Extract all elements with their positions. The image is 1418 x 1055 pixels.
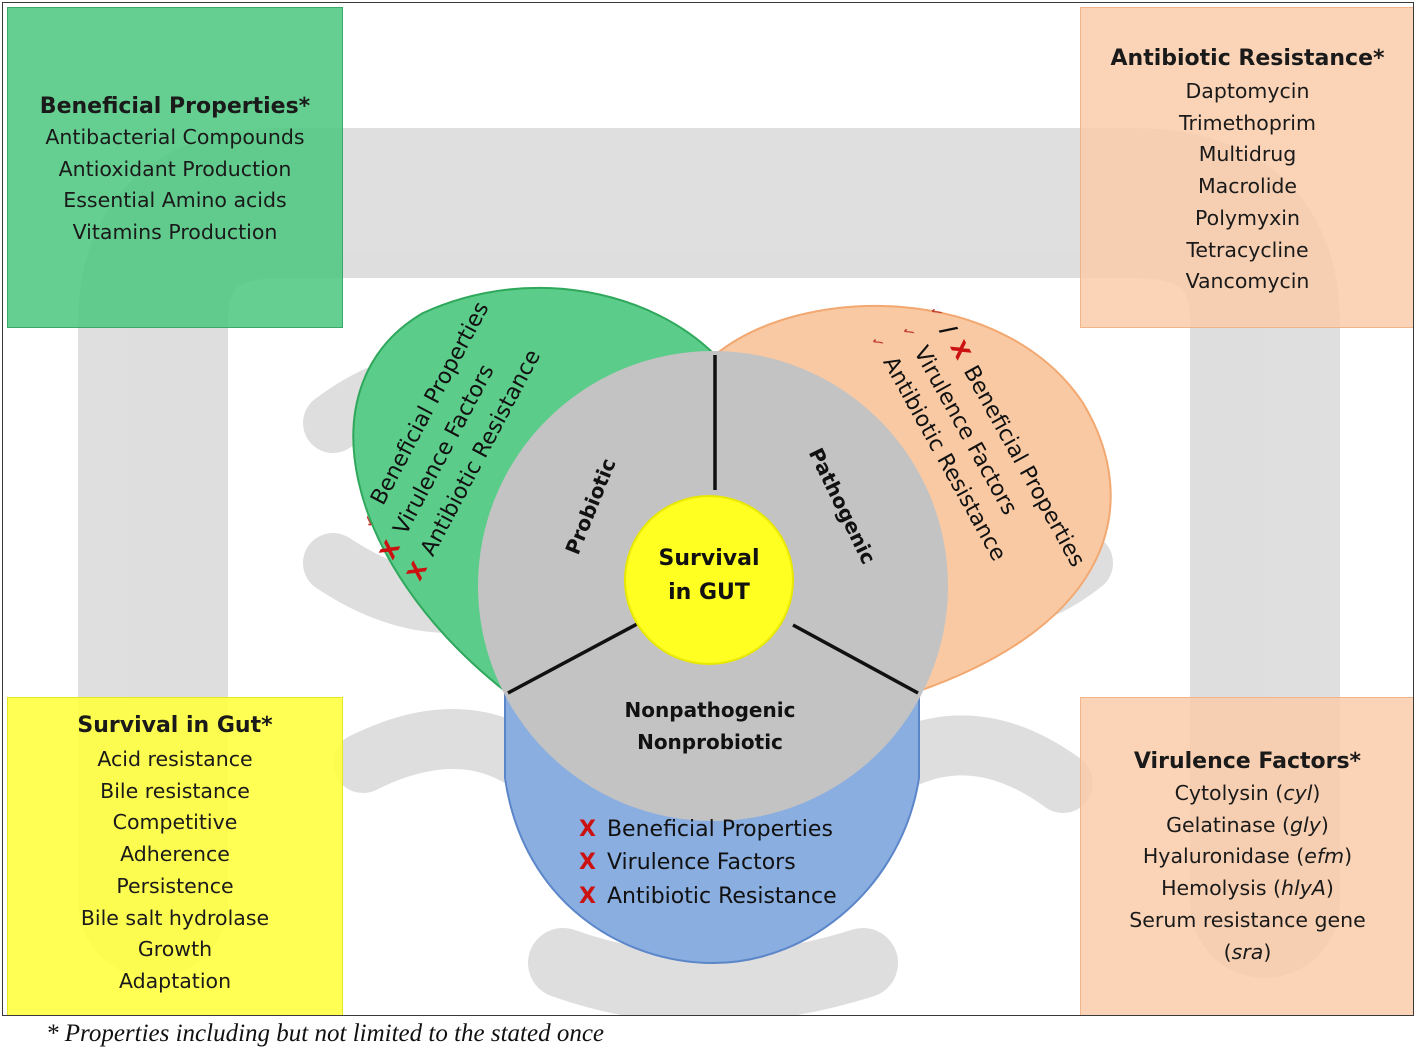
nonpathogenic-row-1: X Beneficial Properties <box>579 817 833 842</box>
beneficial-properties-box: Beneficial Properties* Antibacterial Com… <box>7 7 343 328</box>
antibiotic-item: Macrolide <box>1197 174 1298 199</box>
virulence-item: Serum resistance gene <box>1129 907 1366 932</box>
beneficial-item: Essential Amino acids <box>63 188 287 213</box>
survival-item: Acid resistance <box>97 747 253 771</box>
survival-item: Adaptation <box>118 968 232 993</box>
center-line1: Survival <box>659 546 760 571</box>
beneficial-item: Antibacterial Compounds <box>45 125 305 149</box>
antibiotic-item: Vancomycin <box>1185 269 1310 294</box>
gene-name: hlyA <box>1281 876 1326 901</box>
antibiotic-item: Polymyxin <box>1195 205 1300 230</box>
x-mark-icon: X <box>579 884 596 909</box>
antibiotic-item: Multidrug <box>1198 142 1297 167</box>
nonpathogenic-petal-text: X Beneficial Properties X Virulence Fact… <box>579 817 837 909</box>
virulence-factors-box: Virulence Factors* Cytolysin (cyl) Gelat… <box>1080 697 1413 1015</box>
survival-item: Competitive <box>112 810 238 835</box>
wheel-divider-right <box>792 623 919 695</box>
center-line2: in GUT <box>668 580 750 605</box>
virulence-item: Gelatinase (gly) <box>1166 812 1329 837</box>
gene-name: efm <box>1304 844 1345 869</box>
virulence-item: (sra) <box>1223 939 1272 964</box>
beneficial-title: Beneficial Properties* <box>39 94 311 119</box>
survival-in-gut-box: Survival in Gut* Acid resistance Bile re… <box>7 697 343 1015</box>
beneficial-item: Antioxidant Production <box>58 156 292 181</box>
x-mark-icon: X <box>579 850 596 875</box>
rectum-outline <box>528 928 898 1015</box>
gene-name: sra <box>1231 939 1264 964</box>
figure-frame: Survival in GUT Probiotic Pathogenic Non… <box>2 2 1414 1016</box>
virulence-item: Hyaluronidase (efm) <box>1142 844 1353 869</box>
virulence-title: Virulence Factors* <box>1133 749 1362 774</box>
nonpathogenic-label-line2: Nonprobiotic <box>637 730 783 754</box>
x-mark-icon: X <box>579 817 596 842</box>
antibiotic-item: Trimethoprim <box>1179 110 1316 135</box>
nonpathogenic-row-2: X Virulence Factors <box>579 850 796 875</box>
virulence-item: Cytolysin (cyl) <box>1174 781 1321 805</box>
survival-item: Adherence <box>120 842 230 867</box>
antibiotic-item: Daptomycin <box>1185 79 1310 103</box>
footnote: * Properties including but not limited t… <box>46 1020 605 1047</box>
virulence-item: Hemolysis (hlyA) <box>1161 876 1334 901</box>
antibiotic-title: Antibiotic Resistance* <box>1110 46 1385 71</box>
beneficial-item: Vitamins Production <box>72 220 278 245</box>
nonpathogenic-label-line1: Nonpathogenic <box>625 698 796 722</box>
survival-item: Persistence <box>116 873 234 898</box>
center-circle <box>624 495 794 665</box>
antibiotic-item: Tetracycline <box>1186 237 1309 262</box>
survival-title: Survival in Gut* <box>77 713 273 738</box>
gene-name: gly <box>1290 812 1321 837</box>
survival-item: Growth <box>137 937 213 962</box>
survival-item: Bile salt hydrolase <box>80 905 270 930</box>
wheel-divider-left <box>507 621 640 695</box>
gene-name: cyl <box>1283 781 1313 805</box>
nonpathogenic-row-3: X Antibiotic Resistance <box>579 884 837 909</box>
survival-item: Bile resistance <box>100 778 250 803</box>
antibiotic-resistance-box: Antibiotic Resistance* Daptomycin Trimet… <box>1080 7 1413 328</box>
